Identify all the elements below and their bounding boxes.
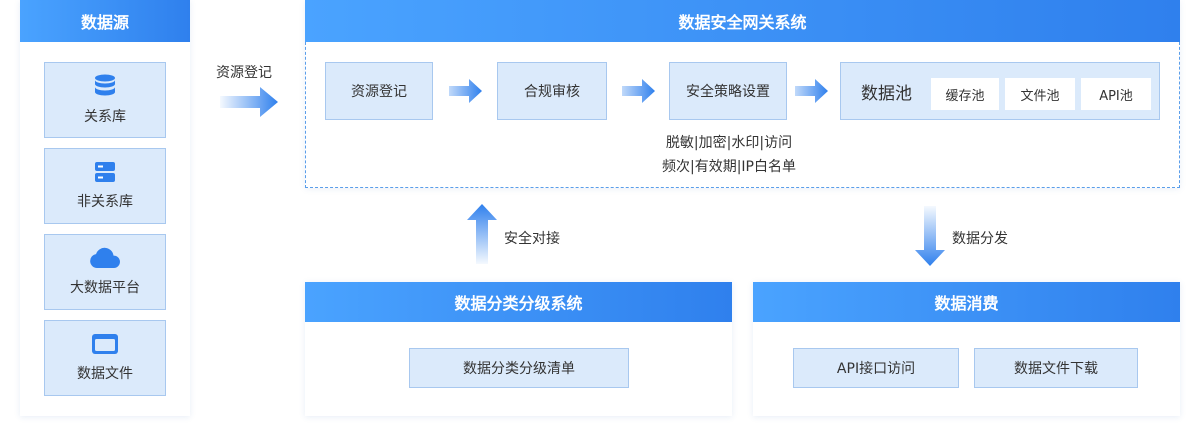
step-compliance-review[interactable]: 合规审核 [497, 62, 607, 120]
source-data-file[interactable]: 数据文件 [44, 320, 166, 396]
source-label: 非关系库 [77, 194, 133, 210]
pool-api[interactable]: API池 [1081, 78, 1151, 110]
step-arrow-icon [449, 79, 482, 103]
folder-icon [92, 334, 118, 354]
register-arrow-label: 资源登记 [216, 65, 272, 81]
data-source-panel: 数据源 关系库 非关系库 大数据平台 数据文件 [20, 0, 190, 416]
step-security-policy[interactable]: 安全策略设置 [669, 62, 787, 120]
file-download[interactable]: 数据文件下载 [974, 348, 1138, 388]
source-big-data[interactable]: 大数据平台 [44, 234, 166, 310]
classification-panel: 数据分类分级系统 数据分类分级清单 [305, 282, 732, 416]
security-link-label: 安全对接 [504, 231, 560, 247]
distribution-label: 数据分发 [952, 231, 1008, 247]
pool-file[interactable]: 文件池 [1005, 78, 1075, 110]
consumption-title: 数据消费 [753, 282, 1180, 322]
classification-list[interactable]: 数据分类分级清单 [409, 348, 629, 388]
policy-line-2: 频次|有效期|IP白名单 [661, 159, 796, 175]
consumption-panel: 数据消费 API接口访问 数据文件下载 [753, 282, 1180, 416]
data-pool[interactable]: 数据池 缓存池 文件池 API池 [840, 62, 1160, 120]
source-relational-db[interactable]: 关系库 [44, 62, 166, 138]
gateway-panel: 数据安全网关系统 资源登记 合规审核 安全策略设置 脱敏|加密|水印|访问 频次… [305, 0, 1180, 188]
source-label: 数据文件 [77, 366, 133, 382]
step-arrow-icon [622, 79, 655, 103]
pool-cache[interactable]: 缓存池 [931, 78, 999, 110]
step-resource-register[interactable]: 资源登记 [325, 62, 433, 120]
data-source-title: 数据源 [20, 0, 190, 42]
source-label: 大数据平台 [70, 280, 140, 296]
up-arrow-icon [467, 204, 497, 264]
server-icon [95, 162, 115, 182]
right-arrow-icon [220, 87, 278, 117]
policy-line-1: 脱敏|加密|水印|访问 [665, 135, 793, 151]
database-icon [95, 74, 115, 96]
data-pool-label: 数据池 [861, 83, 912, 104]
cloud-icon [90, 247, 120, 268]
down-arrow-icon [915, 206, 945, 266]
source-nosql-db[interactable]: 非关系库 [44, 148, 166, 224]
step-arrow-icon [795, 79, 828, 103]
api-access[interactable]: API接口访问 [793, 348, 959, 388]
gateway-body-border [305, 42, 1180, 188]
gateway-title: 数据安全网关系统 [305, 0, 1180, 42]
source-label: 关系库 [84, 109, 126, 125]
classification-title: 数据分类分级系统 [305, 282, 732, 322]
